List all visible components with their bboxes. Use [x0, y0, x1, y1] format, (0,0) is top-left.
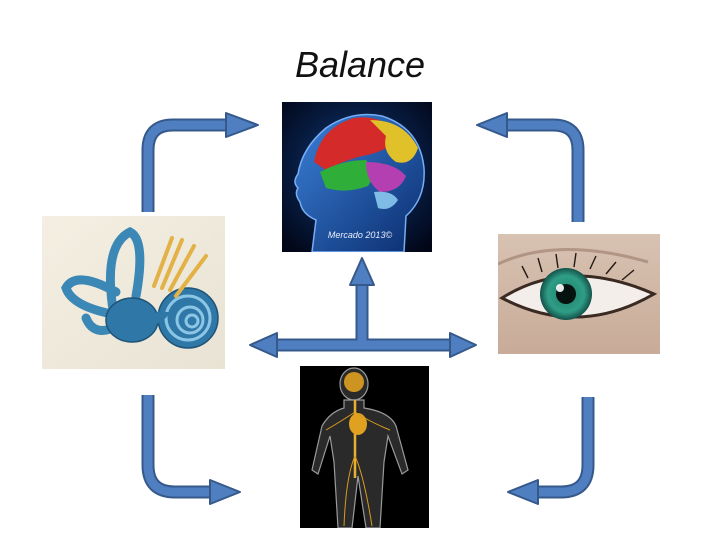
- arrowhead-left-bottom: [507, 479, 539, 505]
- arrow-ear-to-brain: [141, 118, 228, 212]
- image-credit: Mercado 2013©: [328, 230, 393, 240]
- arrow-to-body-left: [141, 395, 212, 499]
- inner-ear-image: [42, 216, 225, 369]
- arrowhead-right-bottom: [209, 479, 241, 505]
- arrowhead-left-mid: [249, 332, 278, 358]
- arrowhead-right-mid: [449, 332, 477, 358]
- arrowhead-left-top: [476, 112, 508, 138]
- arrowhead-up: [349, 257, 375, 286]
- arrowhead-right-top: [225, 112, 259, 138]
- body-nervous-system-image: [300, 366, 429, 528]
- diagram-title: Balance: [294, 44, 426, 85]
- brain-head-image: Mercado 2013©: [282, 102, 432, 252]
- eye-image: [498, 234, 660, 354]
- arrow-eye-to-brain: [505, 118, 585, 222]
- arrow-to-body-right: [536, 397, 595, 499]
